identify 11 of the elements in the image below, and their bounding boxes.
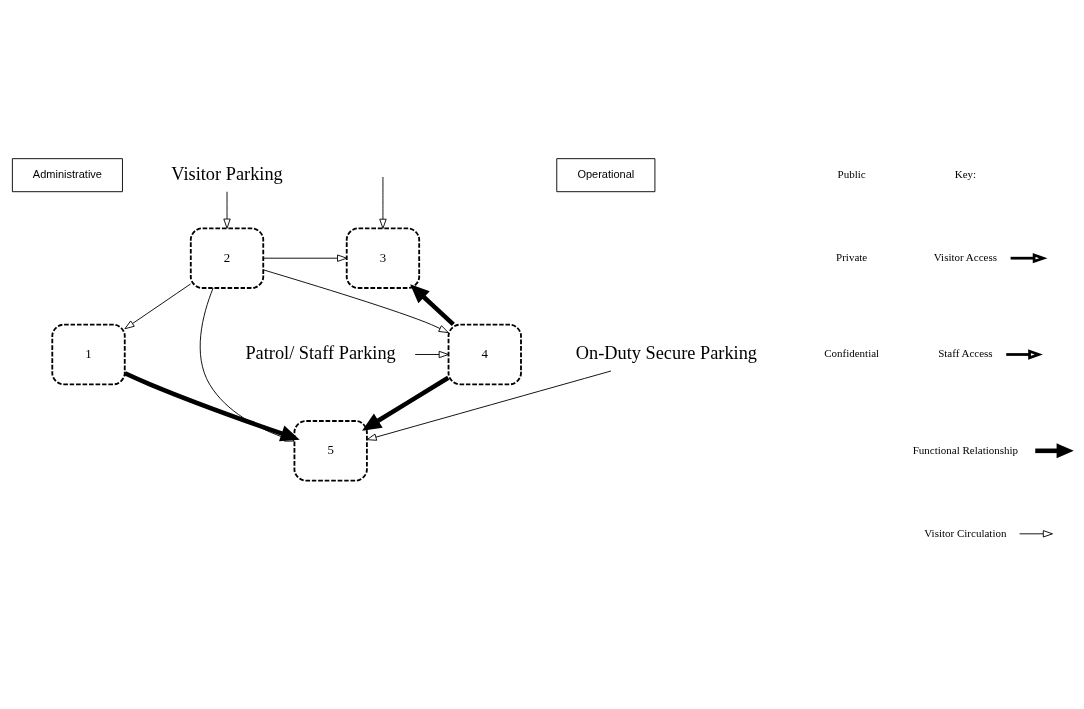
label: Private xyxy=(836,251,868,264)
legend-label: Functional Relationship xyxy=(912,443,1019,456)
node-text: Visitor Parking xyxy=(171,163,283,184)
node-text: Patrol/ Staff Parking xyxy=(245,343,396,364)
legend-label: Visitor Access xyxy=(933,251,997,264)
label: Public xyxy=(837,168,866,181)
legend-label: Staff Access xyxy=(938,347,993,360)
node-text: On-Duty Secure Parking xyxy=(575,343,757,364)
label: Confidential xyxy=(824,347,880,360)
legend-label: Visitor Circulation xyxy=(924,526,1007,539)
label: Key: xyxy=(954,168,977,181)
